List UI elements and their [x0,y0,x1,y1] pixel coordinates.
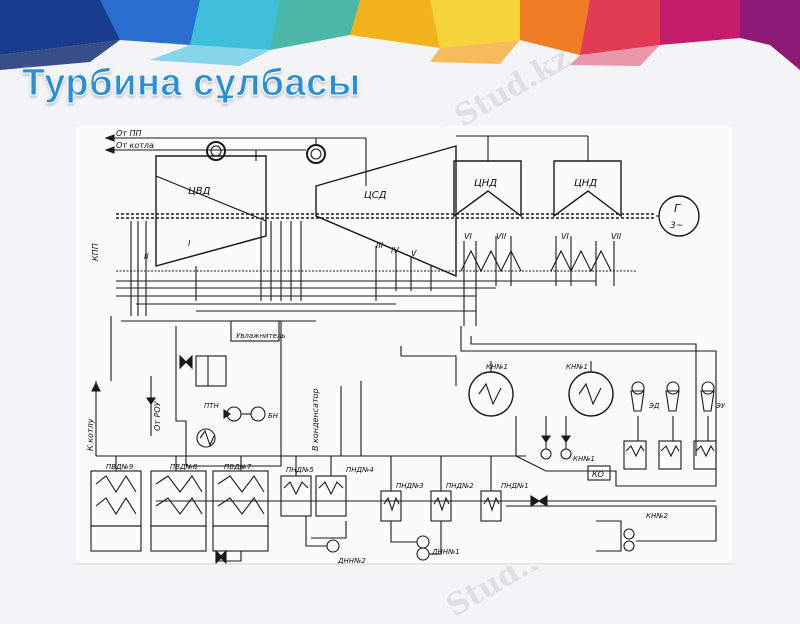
scheme-drawing: I II III IV V VI VII VI VII От ПП От кот… [76,129,732,565]
heater-pvd8-label: ПВД№8 [170,463,198,471]
label-dnn2: ДНН№2 [337,557,366,565]
label-kn1c: КН№1 [573,455,595,463]
label-kn2: КН№2 [646,512,669,520]
generator-phase: 3~ [670,221,683,231]
label-ko: КО [592,470,604,479]
heater-pnd4-label: ПНД№4 [346,466,374,474]
svg-text:VI: VI [561,232,569,241]
cylinder-lp1-label: ЦНД [474,178,497,189]
label-dnn1: ДНН№1 [431,548,460,556]
heater-pnd2-label: ПНД№2 [446,482,474,490]
cylinder-ip-label: ЦСД [364,190,387,201]
heater-pvd7-label: ПВД№7 [224,463,252,471]
label-pth: ПТН [204,402,220,410]
label-from-pp: От ПП [116,129,142,138]
cylinder-hp-label: ЦВД [188,186,211,197]
label-bn: БН [268,412,279,420]
label-to-condenser: В конденсатор [311,388,320,451]
svg-text:V: V [411,249,417,258]
svg-text:VII: VII [496,232,507,241]
heater-pvd9-label: ПВД№9 [106,463,134,471]
label-from-rou: От РОУ [153,400,162,431]
svg-text:IV: IV [391,246,399,255]
label-eu: ЭУ [715,402,726,410]
label-kn1a: КН№1 [486,363,508,371]
label-desuperheater: Увлажнитель [236,332,286,340]
heater-pnd3-label: ПНД№3 [396,482,424,490]
decorative-banner [0,0,800,70]
svg-text:VI: VI [464,232,472,241]
svg-text:VII: VII [611,232,622,241]
label-kpp: КПП [91,243,100,261]
label-from-boiler: От котла [116,141,154,150]
slide-title: Турбина сұлбасы [22,62,361,105]
generator-letter: Г [674,202,681,215]
heater-pnd5-label: ПНД№5 [286,466,314,474]
svg-text:III: III [376,241,384,250]
svg-text:II: II [144,252,149,261]
label-ed: ЭД [648,402,660,410]
heater-pnd1-label: ПНД№1 [501,482,529,490]
svg-text:I: I [188,239,191,248]
cylinder-lp2-label: ЦНД [574,178,597,189]
label-kn1b: КН№1 [566,363,588,371]
label-to-boiler: К котлу [86,418,95,451]
turbine-scheme: I II III IV V VI VII VI VII От ПП От кот… [76,126,732,566]
